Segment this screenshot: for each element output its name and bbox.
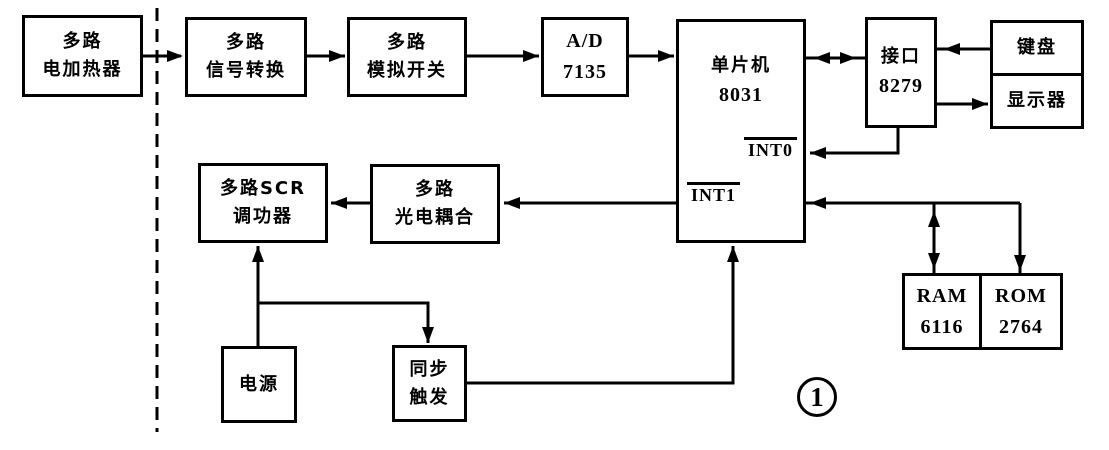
arrowhead-down-icon: [422, 327, 434, 343]
block-adc-line2: 7135: [563, 61, 607, 83]
arrowhead-up-icon: [928, 211, 940, 227]
block-ram-line2: 6116: [920, 315, 964, 338]
block-power-label: 电源: [239, 373, 279, 395]
block-rom-line1: ROM: [995, 284, 1047, 307]
arrowhead-left-icon: [944, 43, 960, 55]
block-rom-line2: 2764: [999, 315, 1043, 338]
block-ram-6116: RAM 6116: [902, 273, 982, 350]
block-sync-trigger: 同步 触发: [392, 345, 467, 422]
block-rom-2764: ROM 2764: [979, 273, 1063, 350]
block-power-supply: 电源: [221, 346, 297, 423]
block-opto-line1: 多路: [415, 179, 455, 201]
block-signal-line1: 多路: [226, 32, 266, 54]
block-optocoupler: 多路 光电耦合: [370, 164, 500, 244]
figure-number-badge: 1: [797, 377, 837, 417]
block-mcu-8031: 单片机 8031 INT0 INT1: [676, 19, 806, 243]
arrowhead-left-icon: [810, 197, 826, 209]
block-mcu-partnumber: 8031: [719, 83, 763, 106]
arrowhead-left-icon: [331, 197, 347, 209]
arrowhead-right-icon: [658, 50, 674, 62]
block-display-label: 显示器: [1007, 90, 1067, 112]
arrowhead-left-icon: [504, 197, 520, 209]
arrowhead-up-icon: [252, 246, 264, 262]
block-signal-converter: 多路 信号转换: [185, 17, 307, 97]
block-interface-line1: 接口: [881, 46, 921, 68]
arrowhead-right-icon: [167, 50, 183, 62]
block-heater-line2: 电加热器: [42, 59, 123, 80]
arrowhead-right-icon: [840, 52, 856, 64]
block-interface-line2: 8279: [879, 74, 923, 97]
block-scr-line2: 调功器: [233, 206, 293, 227]
arrowhead-left-icon: [814, 52, 830, 64]
block-adc-line1: A/D: [566, 30, 604, 52]
block-adc-7135: A/D 7135: [541, 17, 629, 97]
block-display: 显示器: [990, 73, 1084, 129]
block-scr-line1: 多路SCR: [219, 178, 307, 200]
arrowhead-up-icon: [727, 246, 739, 262]
block-opto-line2: 光电耦合: [395, 207, 475, 228]
block-analog-switch: 多路 模拟开关: [347, 17, 467, 97]
block-mcu-title: 单片机: [711, 55, 771, 76]
block-ram-line1: RAM: [916, 284, 968, 307]
block-keyboard: 键盘: [990, 20, 1084, 76]
figure-number-text: 1: [810, 381, 824, 412]
conn-sync-to-mcu: [467, 246, 735, 385]
arrowhead-left-icon: [810, 147, 826, 159]
conn-interface-to-int0: [810, 128, 900, 155]
block-switch-line1: 多路: [387, 32, 427, 54]
block-scr-regulator: 多路SCR 调功器: [198, 163, 328, 243]
block-heater-line1: 多路: [62, 31, 103, 53]
arrowhead-down-icon: [1014, 255, 1026, 271]
mcu-int1-pin-label: INT1: [687, 182, 741, 206]
arrowhead-right-icon: [329, 50, 345, 62]
block-keyboard-label: 键盘: [1017, 37, 1057, 59]
block-sync-line1: 同步: [409, 358, 450, 380]
block-sync-line2: 触发: [409, 386, 450, 408]
arrowhead-right-icon: [523, 50, 539, 62]
block-heater: 多路 电加热器: [22, 15, 143, 97]
arrowhead-right-icon: [972, 98, 988, 110]
block-switch-line2: 模拟开关: [367, 60, 447, 81]
block-interface-8279: 接口 8279: [865, 17, 937, 128]
mcu-int0-pin-label: INT0: [743, 137, 797, 161]
arrowhead-down-icon: [928, 253, 940, 269]
conn-power-to-sync: [258, 301, 430, 343]
block-signal-line2: 信号转换: [206, 60, 286, 81]
